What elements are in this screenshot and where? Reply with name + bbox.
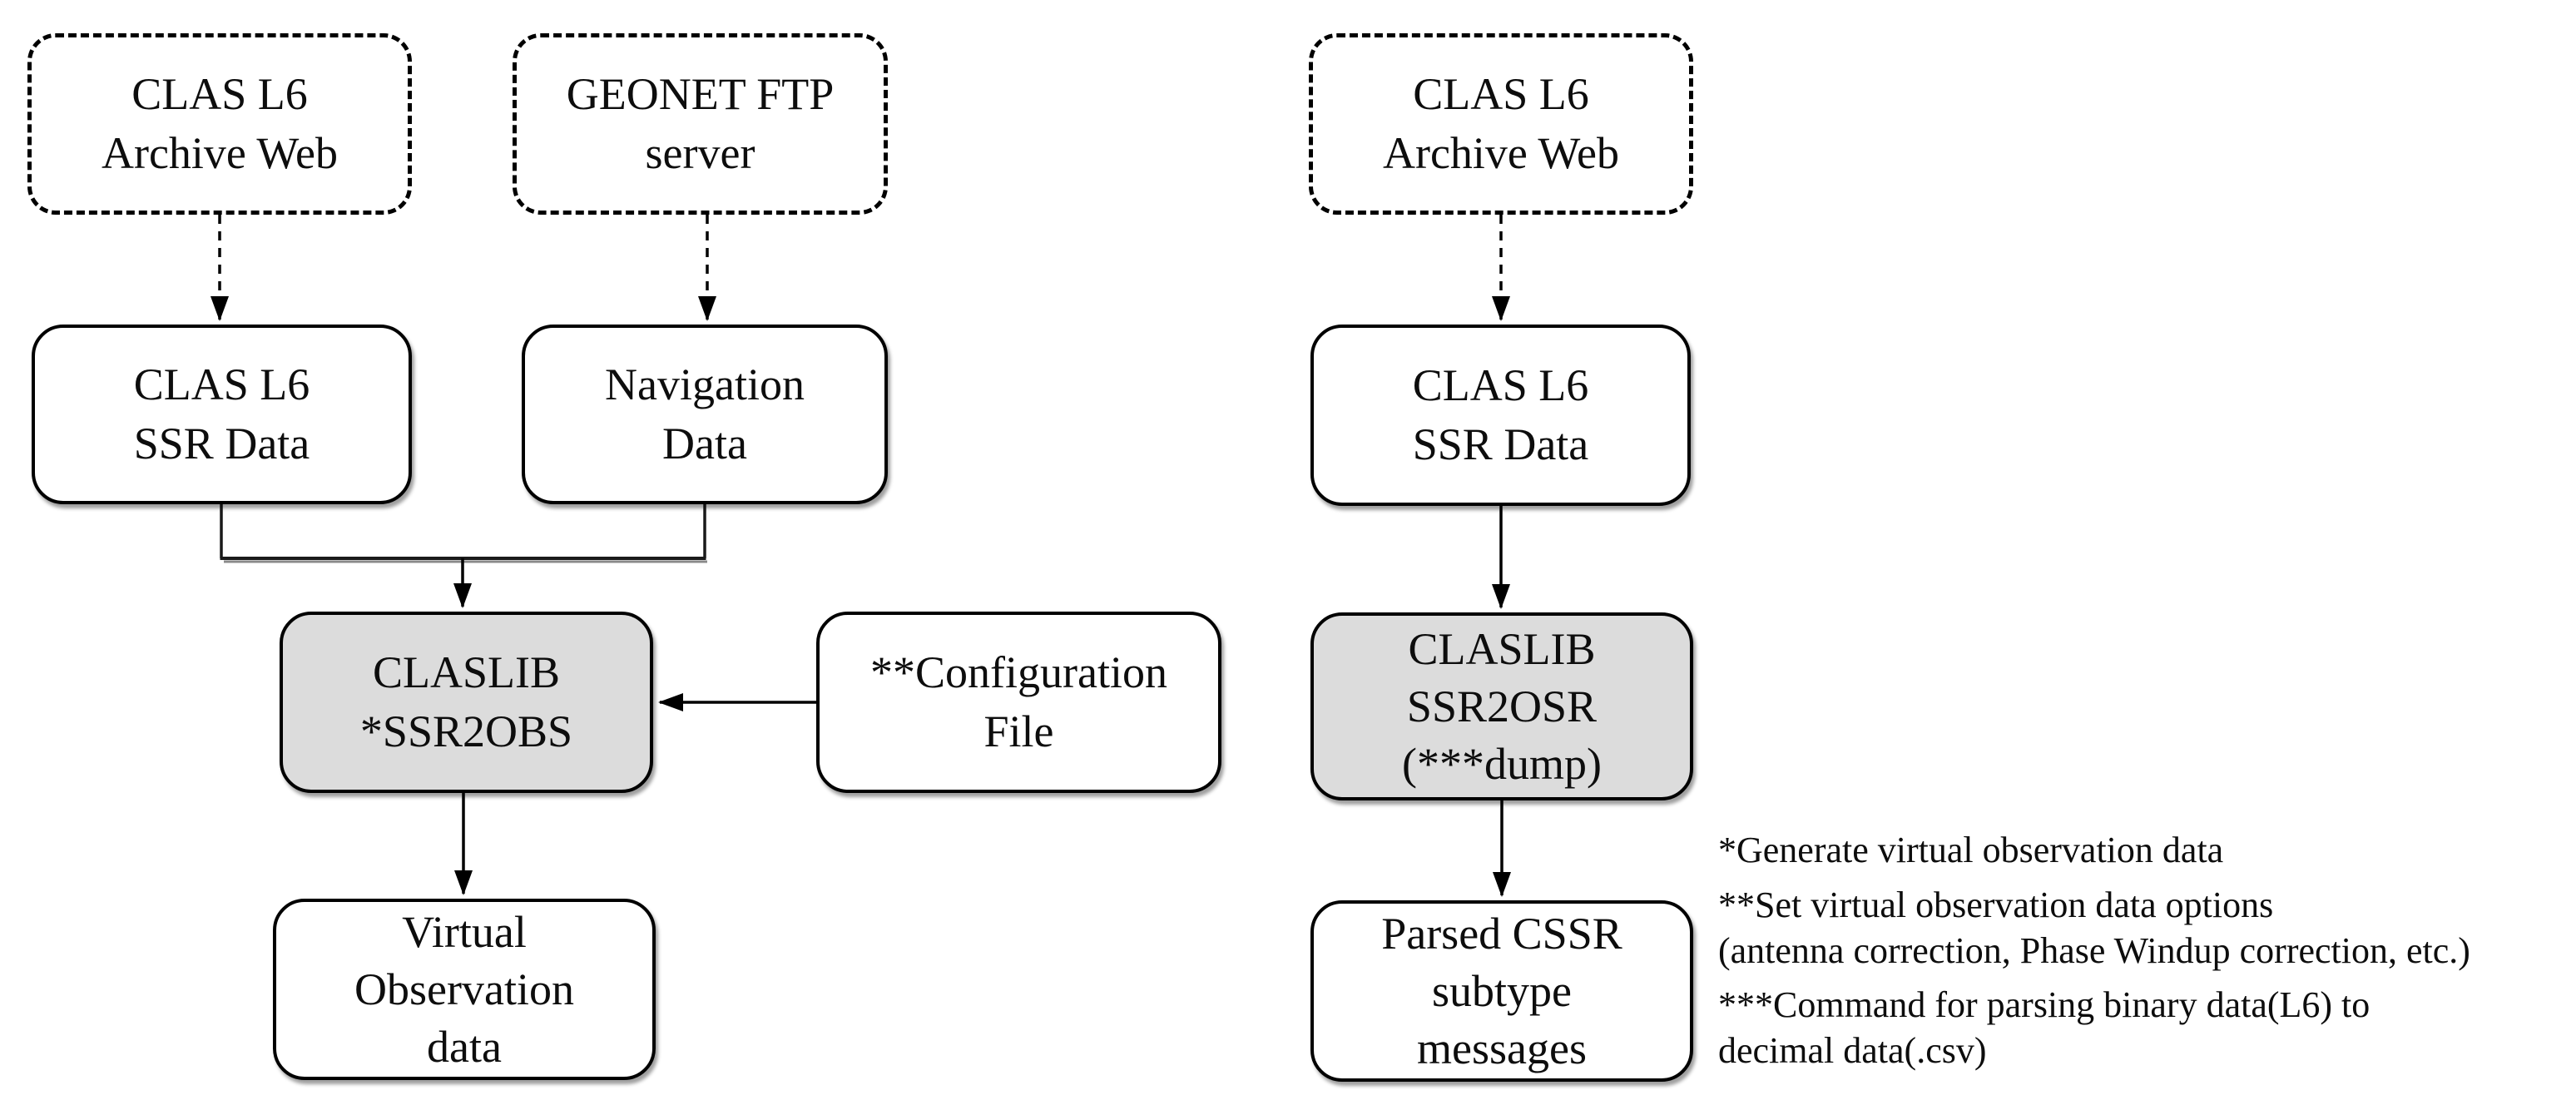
node-label-line: CLAS L6 <box>131 69 308 119</box>
node-label-line: Navigation <box>605 359 805 409</box>
node-virtual-observation-data: Virtual Observation data <box>273 899 656 1080</box>
node-claslib-ssr2osr-dump: CLASLIB SSR2OSR (***dump) <box>1310 612 1693 800</box>
node-label-line: **Configuration <box>870 647 1167 697</box>
node-label-line: messages <box>1417 1023 1587 1073</box>
node-label-line: GEONET FTP <box>566 69 835 119</box>
node-label-line: Data <box>662 419 747 468</box>
node-navigation-data: Navigation Data <box>522 325 888 504</box>
node-label-line: (***dump) <box>1402 738 1602 789</box>
footnote-line: decimal data(.csv) <box>1718 1030 1987 1071</box>
footnote-line: (antenna correction, Phase Windup correc… <box>1718 930 2470 971</box>
node-label-line: server <box>645 128 755 178</box>
merge-bracket-verticals <box>220 504 706 558</box>
node-label-line: Observation <box>354 964 574 1014</box>
node-label-line: Virtual <box>402 906 527 957</box>
node-configuration-file: **Configuration File <box>816 612 1221 793</box>
node-label-line: *SSR2OBS <box>359 706 573 756</box>
footnote-line: *Generate virtual observation data <box>1718 830 2224 870</box>
node-label-line: CLAS L6 <box>1413 69 1589 119</box>
node-clas-l6-ssr-data-right: CLAS L6 SSR Data <box>1310 325 1691 506</box>
node-label-line: Parsed CSSR <box>1381 908 1622 959</box>
footnote-set-virtual-observation-options: **Set virtual observation data options (… <box>1718 882 2470 974</box>
node-label-line: Archive Web <box>1382 128 1620 178</box>
node-label-line: CLAS L6 <box>133 359 310 409</box>
node-label-line: CLAS L6 <box>1412 360 1589 410</box>
node-clas-l6-ssr-data-left: CLAS L6 SSR Data <box>32 325 412 504</box>
node-label-line: data <box>427 1021 502 1072</box>
footnote-line: ***Command for parsing binary data(L6) t… <box>1718 984 2370 1025</box>
node-clas-l6-archive-web-left: CLAS L6 Archive Web <box>27 33 412 215</box>
node-label-line: CLASLIB <box>1408 623 1596 674</box>
node-label-line: SSR2OSR <box>1406 681 1598 731</box>
node-label-line: subtype <box>1432 965 1572 1016</box>
node-label-line: CLASLIB <box>372 647 561 697</box>
node-claslib-ssr2obs: CLASLIB *SSR2OBS <box>280 612 653 793</box>
node-label-line: File <box>983 706 1054 756</box>
node-label-line: SSR Data <box>133 419 310 468</box>
node-clas-l6-archive-web-right: CLAS L6 Archive Web <box>1309 33 1693 215</box>
node-label-line: SSR Data <box>1412 419 1589 469</box>
footnote-line: **Set virtual observation data options <box>1718 885 2274 925</box>
node-geonet-ftp-server: GEONET FTP server <box>513 33 888 215</box>
node-parsed-cssr-subtype-messages: Parsed CSSR subtype messages <box>1310 900 1693 1082</box>
footnote-command-parsing-binary: ***Command for parsing binary data(L6) t… <box>1718 982 2370 1073</box>
footnote-generate-virtual-observation: *Generate virtual observation data <box>1718 827 2223 873</box>
node-label-line: Archive Web <box>101 128 339 178</box>
